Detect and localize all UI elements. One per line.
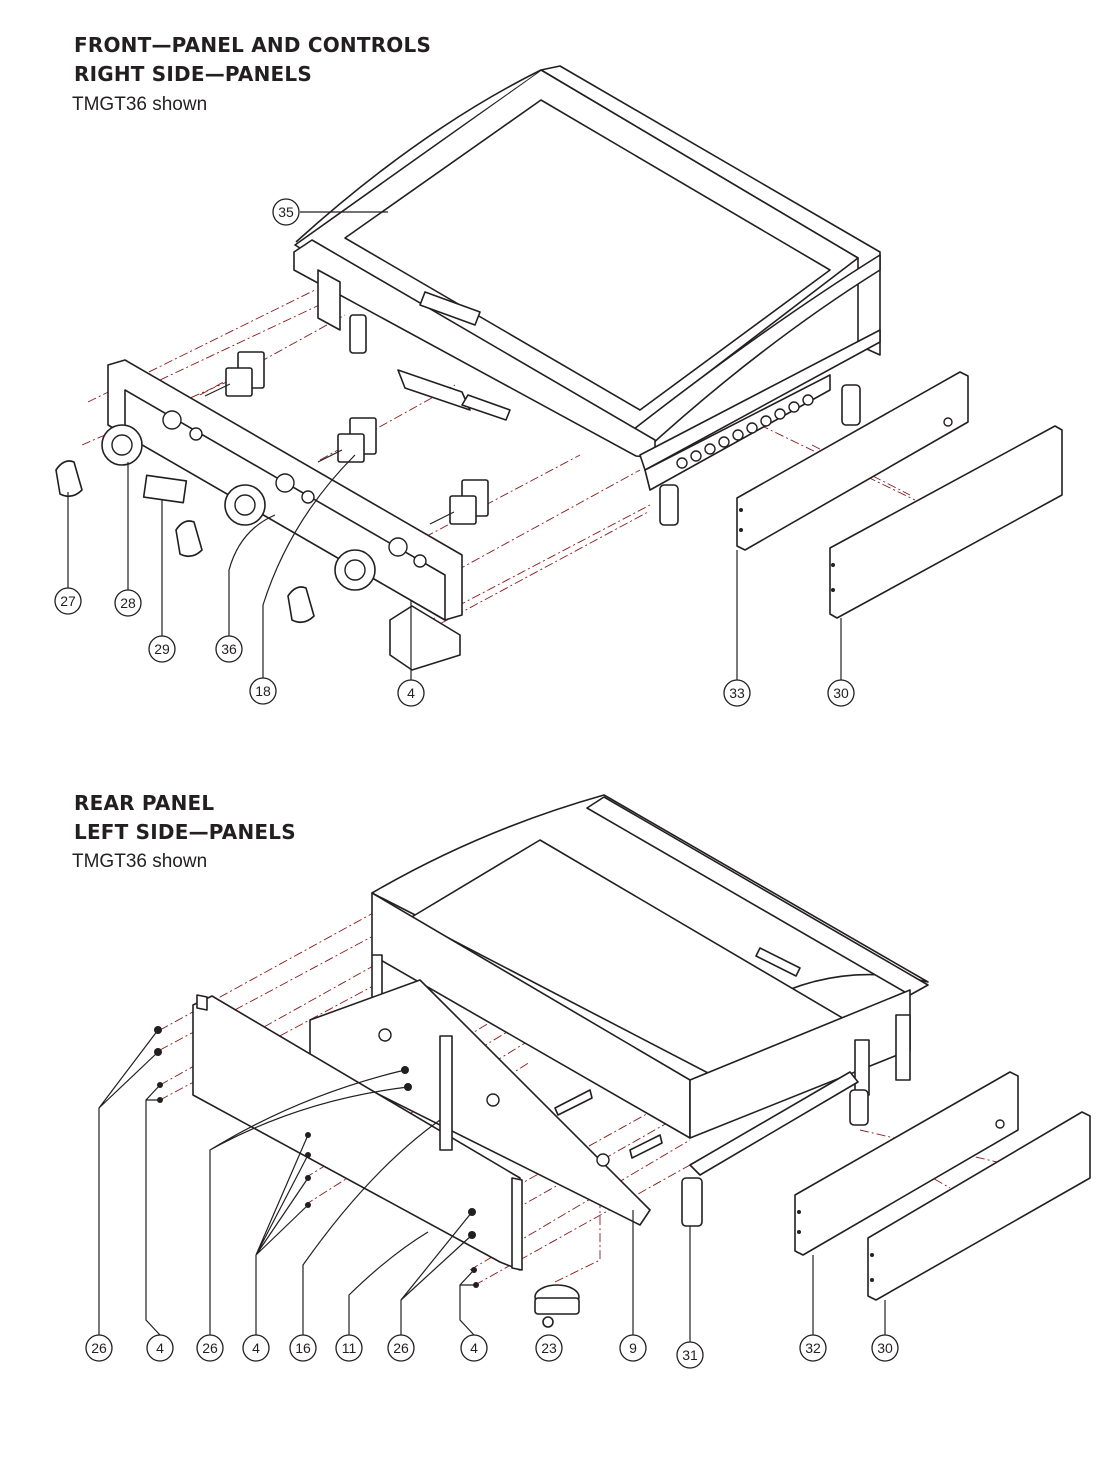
callout-35: 35 [272,198,300,226]
callout-30: 30 [871,1334,899,1362]
right-side-panels [736,371,1063,619]
callout-label: 36 [221,641,237,657]
callout-label: 9 [629,1340,637,1356]
callout-label: 4 [470,1340,478,1356]
griddle-body-top [293,65,881,526]
top-section-title-line1: FRONT—PANEL AND CONTROLS [74,33,432,57]
callout-33: 33 [723,679,751,707]
top-callouts: 35 27 28 29 36 18 4 33 30 [54,198,855,707]
callout-4: 4 [242,1334,270,1362]
callout-label: 26 [202,1340,218,1356]
callout-4: 4 [146,1334,174,1362]
callout-label: 28 [120,595,136,611]
callout-label: 26 [91,1340,107,1356]
callout-label: 4 [252,1340,260,1356]
rear-panel [192,994,523,1271]
valve-left [204,351,265,397]
control-knobs [55,460,315,624]
callout-11: 11 [335,1334,363,1362]
bottom-interior [309,979,663,1226]
valve-center [317,417,377,463]
top-leader-lines [67,211,842,680]
callout-label: 35 [278,204,294,220]
callout-32: 32 [799,1334,827,1362]
callout-label: 11 [342,1340,357,1356]
callout-label: 4 [407,685,415,701]
top-assembly-drawing [55,65,1063,680]
callout-36: 36 [215,635,243,663]
callout-4: 4 [460,1334,488,1362]
gas-regulator [534,1284,580,1328]
top-section-caption: TMGT36 shown [72,94,208,115]
callout-16: 16 [289,1334,317,1362]
callout-4: 4 [397,679,425,707]
bottom-leader-lines [98,1029,886,1342]
front-control-panel [107,359,463,671]
bottom-assembly-drawing [98,794,1091,1342]
bottom-callouts: 26 4 26 4 16 11 26 4 23 9 31 32 30 [85,1334,899,1369]
callout-26: 26 [196,1334,224,1362]
bottom-section-caption: TMGT36 shown [72,851,208,872]
valve-right [429,479,489,525]
callout-label: 33 [729,685,745,701]
bottom-section-title-line2: LEFT SIDE—PANELS [74,820,296,844]
burner-ports [676,394,814,469]
callout-label: 32 [805,1340,821,1356]
callout-label: 31 [682,1347,698,1363]
callout-label: 26 [393,1340,409,1356]
callout-label: 16 [295,1340,311,1356]
callout-18: 18 [249,677,277,705]
callout-label: 27 [60,593,76,609]
control-bezels [101,424,376,591]
callout-label: 29 [154,641,170,657]
callout-9: 9 [619,1334,647,1362]
control-valves [204,351,489,525]
griddle-body-bottom [371,794,929,1227]
callout-29: 29 [148,635,176,663]
callout-26: 26 [387,1334,415,1362]
callout-26: 26 [85,1334,113,1362]
callout-label: 23 [541,1340,557,1356]
callout-23: 23 [535,1334,563,1362]
callout-label: 30 [877,1340,893,1356]
callout-31: 31 [676,1341,704,1369]
callout-label: 18 [255,683,271,699]
left-side-panels [794,1071,1091,1301]
bottom-section-title-line1: REAR PANEL [74,791,215,815]
callout-label: 30 [833,685,849,701]
callout-27: 27 [54,587,82,615]
callout-label: 4 [156,1340,164,1356]
top-section-title-line2: RIGHT SIDE—PANELS [74,62,312,86]
callout-28: 28 [114,589,142,617]
callout-30: 30 [827,679,855,707]
